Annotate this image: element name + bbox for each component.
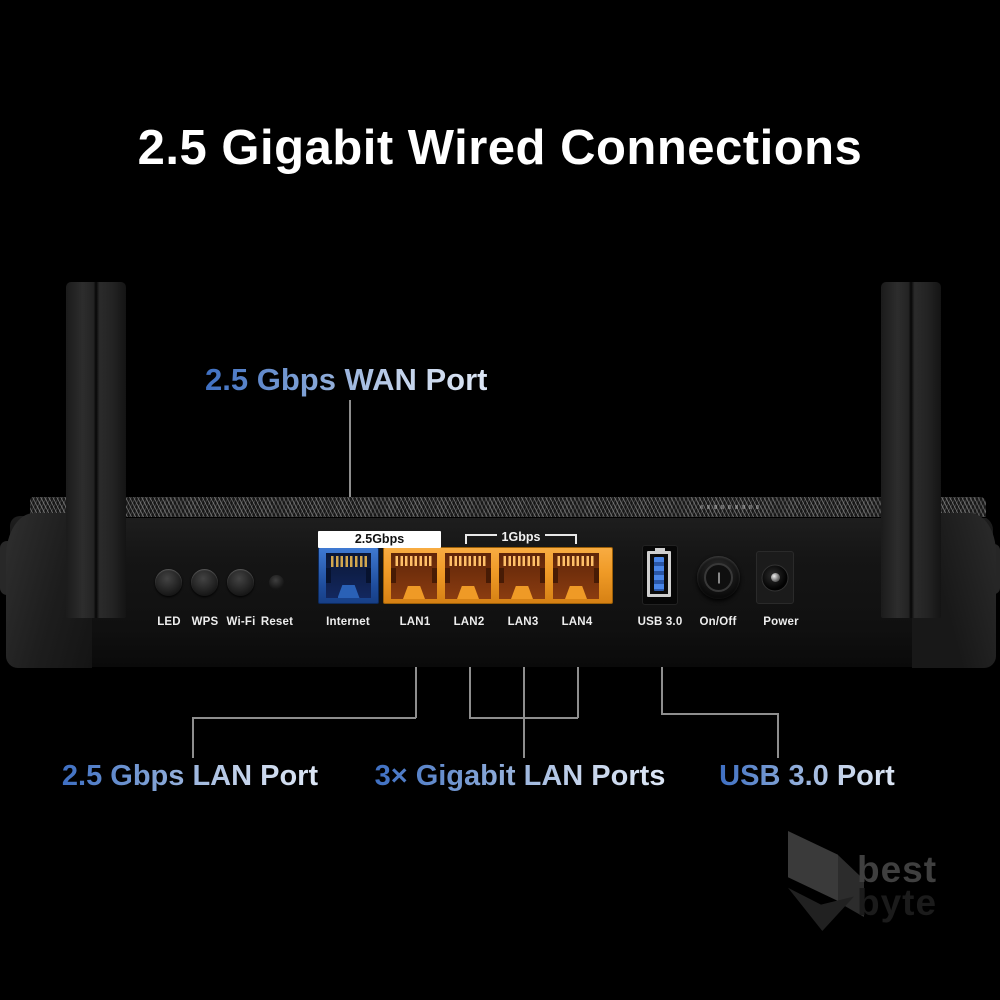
lan2-pins (449, 556, 487, 566)
wan-callout-line (349, 400, 351, 519)
usb-callout-elbow (661, 713, 778, 715)
lan4-callout-line (577, 635, 579, 718)
lan1-slot-right (432, 568, 437, 583)
power-button (697, 556, 740, 599)
watermark-word-best: best (857, 849, 938, 890)
lan2-tab (457, 586, 479, 599)
dc-jack-pin (770, 573, 780, 582)
lan1-port (391, 553, 437, 599)
lan1-label: LAN1 (399, 616, 431, 628)
bracket-left (465, 534, 497, 544)
gigabit-callout-label: 3× Gigabit LAN Ports (374, 760, 666, 792)
lan3-port (499, 553, 545, 599)
lan4-slot-left (553, 568, 558, 583)
wan-port-callout-label: 2.5 Gbps WAN Port (205, 362, 488, 397)
lan3-tab (511, 586, 533, 599)
lan-speed-badge: 1Gbps (461, 529, 581, 545)
lan-speed-text: 1Gbps (501, 530, 541, 544)
power-label: Power (763, 616, 799, 628)
internet-port-cavity (326, 553, 371, 598)
reset-label: Reset (260, 616, 294, 628)
usb-callout-drop (777, 713, 779, 758)
power-button-mark (717, 572, 720, 583)
lan3-callout-line (523, 635, 525, 758)
lan3-slot-left (499, 568, 504, 583)
usb-label: USB 3.0 (637, 616, 683, 628)
dc-jack-hole (761, 564, 789, 591)
antenna-right (881, 282, 941, 618)
lan1-callout-elbow (192, 717, 416, 719)
lan1-callout-line (415, 635, 417, 718)
internet-port-slot-left (326, 568, 331, 583)
lan-port-block (383, 547, 613, 604)
led-button (155, 569, 182, 596)
usb-callout-line (661, 635, 663, 714)
antenna-left (66, 282, 126, 618)
usb-port-frame (647, 551, 671, 597)
lan3-pins (503, 556, 541, 566)
internet-label: Internet (326, 616, 370, 628)
usb-callout-label: USB 3.0 Port (719, 760, 895, 792)
brand-logo-icon (700, 505, 760, 509)
lan3-slot-right (540, 568, 545, 583)
internet-port (318, 547, 379, 604)
lan2-callout-line (469, 635, 471, 718)
internet-port-tab (337, 585, 360, 598)
lan1-slot-left (391, 568, 396, 583)
lan1-pins (395, 556, 433, 566)
lan2-slot-right (486, 568, 491, 583)
gigabit-callout-elbow (469, 717, 578, 719)
wps-button (191, 569, 218, 596)
dc-jack (756, 551, 794, 604)
lan4-port (553, 553, 599, 599)
lan1-tab (403, 586, 425, 599)
bracket-right (545, 534, 577, 544)
bestbyte-logo-icon (788, 831, 838, 901)
lan4-pins (557, 556, 595, 566)
usb-port (642, 545, 678, 605)
wifi-button (227, 569, 254, 596)
onoff-label: On/Off (699, 616, 737, 628)
lan4-label: LAN4 (561, 616, 593, 628)
lan2-port (445, 553, 491, 599)
bestbyte-watermark: best byte (785, 825, 990, 937)
wps-label: WPS (191, 616, 219, 628)
internet-port-pins (330, 556, 367, 567)
internet-port-slot-right (366, 568, 371, 583)
wan-speed-badge: 2.5Gbps (318, 531, 441, 548)
lan2-label: LAN2 (453, 616, 485, 628)
lan4-slot-right (594, 568, 599, 583)
wifi-label: Wi-Fi (226, 616, 256, 628)
lan3-label: LAN3 (507, 616, 539, 628)
router-top-vent (30, 497, 986, 518)
page-title: 2.5 Gigabit Wired Connections (137, 121, 863, 175)
led-label: LED (157, 616, 181, 628)
lan4-tab (565, 586, 587, 599)
lan1-callout-drop (192, 717, 194, 758)
reset-button (269, 575, 284, 590)
usb-port-tongue (654, 557, 664, 591)
watermark-word-byte: byte (857, 882, 938, 923)
lan2-slot-left (445, 568, 450, 583)
lan25-callout-label: 2.5 Gbps LAN Port (61, 760, 319, 792)
usb-port-notch (655, 548, 665, 552)
